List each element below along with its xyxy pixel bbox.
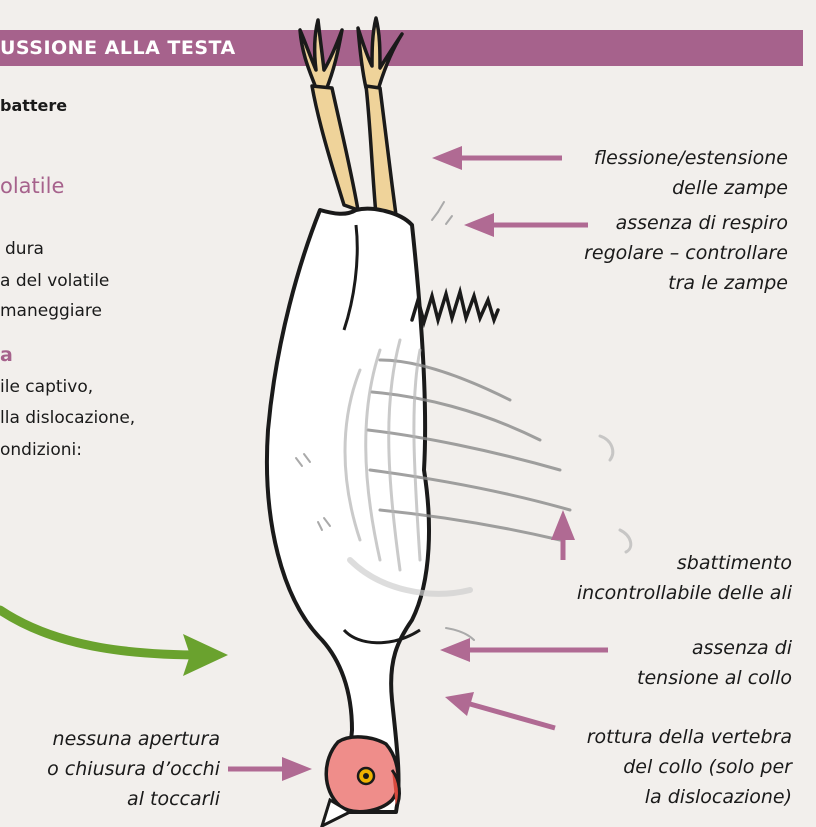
label-wings-line2: incontrollabile delle ali: [577, 578, 792, 608]
label-legs-line2: delle zampe: [594, 173, 788, 203]
label-breath: assenza di respiro regolare – controllar…: [584, 208, 788, 298]
label-legs-line1: flessione/estensione: [594, 143, 788, 173]
green-arrow: [0, 610, 205, 655]
label-neck-line2: tensione al collo: [637, 663, 792, 693]
label-eyes-line2: o chiusura d’occhi: [47, 754, 220, 784]
label-eyes-line1: nessuna apertura: [47, 724, 220, 754]
chicken-body: [267, 209, 429, 812]
label-neck-tension: assenza di tensione al collo: [637, 633, 792, 693]
label-eyes: nessuna apertura o chiusura d’occhi al t…: [47, 724, 220, 814]
label-vertebra-line1: rottura della vertebra: [587, 722, 792, 752]
label-wings: sbattimento incontrollabile delle ali: [577, 548, 792, 608]
label-wings-line1: sbattimento: [577, 548, 792, 578]
label-vertebra: rottura della vertebra del collo (solo p…: [587, 722, 792, 812]
label-neck-line1: assenza di: [637, 633, 792, 663]
label-eyes-line3: al toccarli: [47, 784, 220, 814]
label-breath-line1: assenza di respiro: [584, 208, 788, 238]
label-breath-line2: regolare – controllare: [584, 238, 788, 268]
chicken-feet: [300, 18, 402, 215]
label-vertebra-line2: del collo (solo per: [587, 752, 792, 782]
label-legs: flessione/estensione delle zampe: [594, 143, 788, 203]
label-vertebra-line3: la dislocazione): [587, 782, 792, 812]
label-breath-line3: tra le zampe: [584, 268, 788, 298]
